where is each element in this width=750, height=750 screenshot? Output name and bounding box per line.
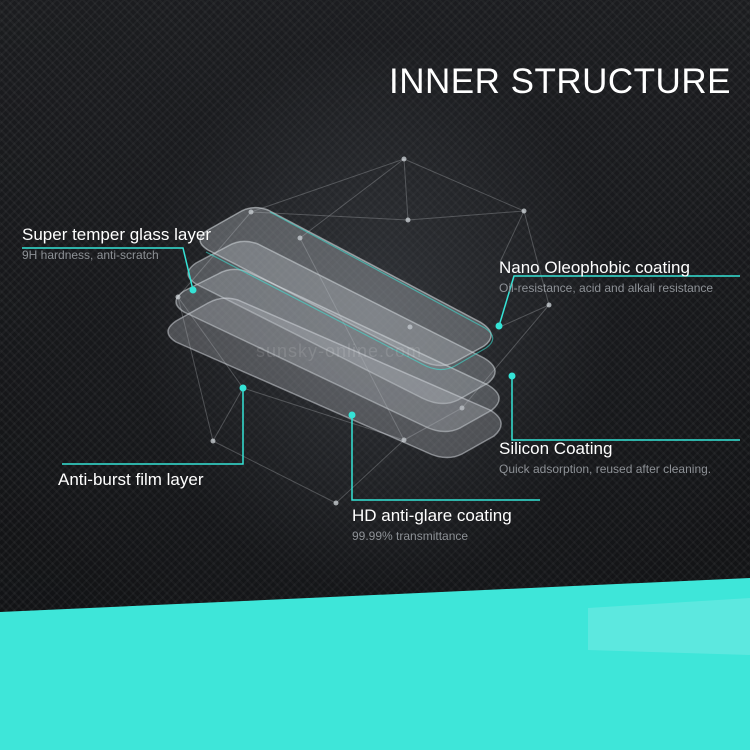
- callout-dot-anti: [239, 384, 247, 392]
- cyan-band: [0, 578, 750, 750]
- label-title: Anti-burst film layer: [58, 470, 204, 489]
- cyan-band-accent: [588, 598, 750, 655]
- label-subtitle: Quick adsorption, reused after cleaning.: [499, 462, 712, 476]
- glass-layers: [167, 206, 502, 459]
- callout-line-anti: [62, 388, 244, 465]
- label-anti-burst-film: Anti-burst film layer: [58, 470, 203, 490]
- callout-dots: [189, 286, 516, 419]
- page-title: INNER STRUCTURE: [389, 62, 731, 101]
- wireframe-nodes: [175, 156, 552, 506]
- label-title: Super temper glass layer: [22, 225, 211, 244]
- callout-dot-silicon: [508, 372, 516, 380]
- wireframe-network: [177, 158, 550, 504]
- label-title: HD anti-glare coating: [352, 506, 512, 525]
- callout-lines: [22, 247, 740, 501]
- watermark: sunsky-online.com: [256, 341, 423, 361]
- callout-dot-nano: [495, 322, 503, 330]
- callout-line-super: [22, 247, 194, 291]
- label-super-temper-glass: Super temper glass layer 9H hardness, an…: [22, 225, 211, 262]
- label-hd-anti-glare: HD anti-glare coating 99.99% transmittan…: [352, 506, 512, 543]
- label-nano-oleophobic: Nano Oleophobic coating Oil-resistance, …: [499, 258, 713, 295]
- label-title: Silicon Coating: [499, 439, 613, 458]
- callout-line-hd: [351, 415, 540, 501]
- callout-dot-super: [189, 286, 197, 294]
- label-subtitle: Oil-resistance, acid and alkali resistan…: [499, 281, 714, 295]
- label-subtitle: 99.99% transmittance: [352, 529, 469, 543]
- glass-layer-3: [175, 268, 500, 433]
- callout-dot-hd: [348, 411, 356, 419]
- glass-layer-top-highlight: [205, 211, 494, 371]
- label-silicon-coating: Silicon Coating Quick adsorption, reused…: [499, 439, 711, 476]
- callout-line-nano: [498, 275, 740, 327]
- callout-line-silicon: [511, 376, 740, 441]
- glass-layer-4: [167, 297, 502, 459]
- label-subtitle: 9H hardness, anti-scratch: [22, 248, 159, 262]
- glass-layer-1: [199, 206, 492, 367]
- label-title: Nano Oleophobic coating: [499, 258, 690, 277]
